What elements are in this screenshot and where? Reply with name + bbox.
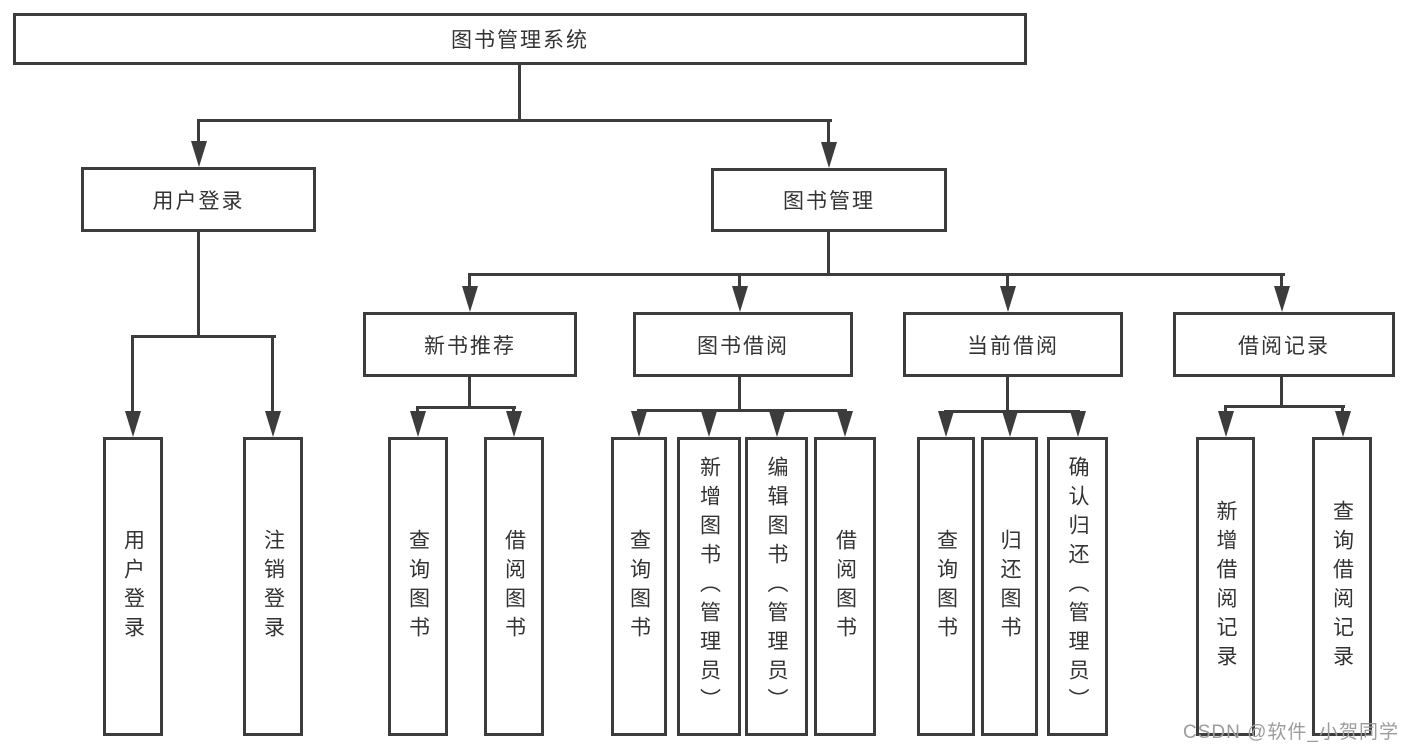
- leaf-query-borrow-record: 查询借阅记录: [1312, 437, 1372, 736]
- leaf-edit-books-admin: 编辑图书（管理员）: [745, 437, 808, 736]
- connector-drop: [416, 406, 419, 413]
- node-user-login: 用户登录: [81, 167, 316, 232]
- connector-borrow-record-stem: [1280, 377, 1283, 405]
- arrowhead-icon: [1000, 286, 1016, 312]
- connector-drop: [738, 273, 741, 287]
- connector-user-login-split: [131, 335, 276, 338]
- arrowhead-icon: [769, 411, 785, 437]
- connector-drop: [1006, 273, 1009, 287]
- connector-book-mgmt-stem: [827, 232, 830, 273]
- arrowhead-icon: [1335, 411, 1351, 437]
- arrowhead-icon: [462, 286, 478, 312]
- node-new-book-recommend: 新书推荐: [363, 312, 577, 377]
- leaf-query-books: 查询图书: [611, 437, 667, 736]
- node-current-borrow: 当前借阅: [903, 312, 1123, 377]
- leaf-add-borrow-record: 新增借阅记录: [1196, 437, 1255, 736]
- arrowhead-icon: [1002, 411, 1018, 437]
- arrowhead-icon: [1218, 411, 1234, 437]
- leaf-return-books: 归还图书: [981, 437, 1038, 736]
- connector-current-borrow-stem: [1006, 377, 1009, 410]
- connector-drop: [1280, 273, 1283, 287]
- leaf-query-books: 查询图书: [917, 437, 975, 736]
- node-borrow-record: 借阅记录: [1173, 312, 1395, 377]
- connector-book-borrow-split: [637, 409, 847, 412]
- node-book-management: 图书管理: [711, 168, 947, 232]
- node-book-borrow: 图书借阅: [633, 312, 853, 377]
- connector-drop: [827, 119, 830, 142]
- connector-drop: [271, 335, 274, 412]
- arrowhead-icon: [701, 411, 717, 437]
- connector-borrow-record-split: [1224, 405, 1345, 408]
- leaf-confirm-return-admin: 确认归还（管理员）: [1047, 437, 1108, 736]
- connector-drop: [512, 406, 515, 413]
- connector-drop: [468, 273, 471, 287]
- connector-user-login-stem: [197, 232, 200, 335]
- arrowhead-icon: [1274, 286, 1290, 312]
- leaf-user-login: 用户登录: [103, 437, 163, 736]
- root-node-library-system: 图书管理系统: [13, 13, 1027, 65]
- arrowhead-icon: [191, 141, 207, 167]
- arrowhead-icon: [732, 286, 748, 312]
- arrowhead-icon: [837, 411, 853, 437]
- leaf-query-books: 查询图书: [388, 437, 448, 736]
- arrowhead-icon: [821, 142, 837, 168]
- connector-drop: [131, 335, 134, 412]
- arrowhead-icon: [1070, 411, 1086, 437]
- leaf-borrow-books: 借阅图书: [814, 437, 876, 736]
- arrowhead-icon: [125, 411, 141, 437]
- arrowhead-icon: [938, 411, 954, 437]
- arrowhead-icon: [631, 411, 647, 437]
- connector-book-borrow-stem: [738, 377, 741, 409]
- arrowhead-icon: [506, 411, 522, 437]
- leaf-borrow-books: 借阅图书: [484, 437, 544, 736]
- connector-drop: [197, 119, 200, 142]
- connector-new-book-stem: [468, 377, 471, 406]
- watermark: CSDN @软件_小贺同学: [1183, 722, 1399, 743]
- arrowhead-icon: [265, 411, 281, 437]
- connector-root-stem: [518, 65, 521, 119]
- connector-level1: [197, 119, 832, 122]
- arrowhead-icon: [410, 411, 426, 437]
- leaf-logout: 注销登录: [243, 437, 303, 736]
- connector-new-book-split: [416, 406, 516, 409]
- connector-drop: [1224, 405, 1227, 413]
- connector-level3: [468, 273, 1285, 276]
- leaf-add-books-admin: 新增图书（管理员）: [677, 437, 741, 736]
- connector-drop: [1341, 405, 1344, 413]
